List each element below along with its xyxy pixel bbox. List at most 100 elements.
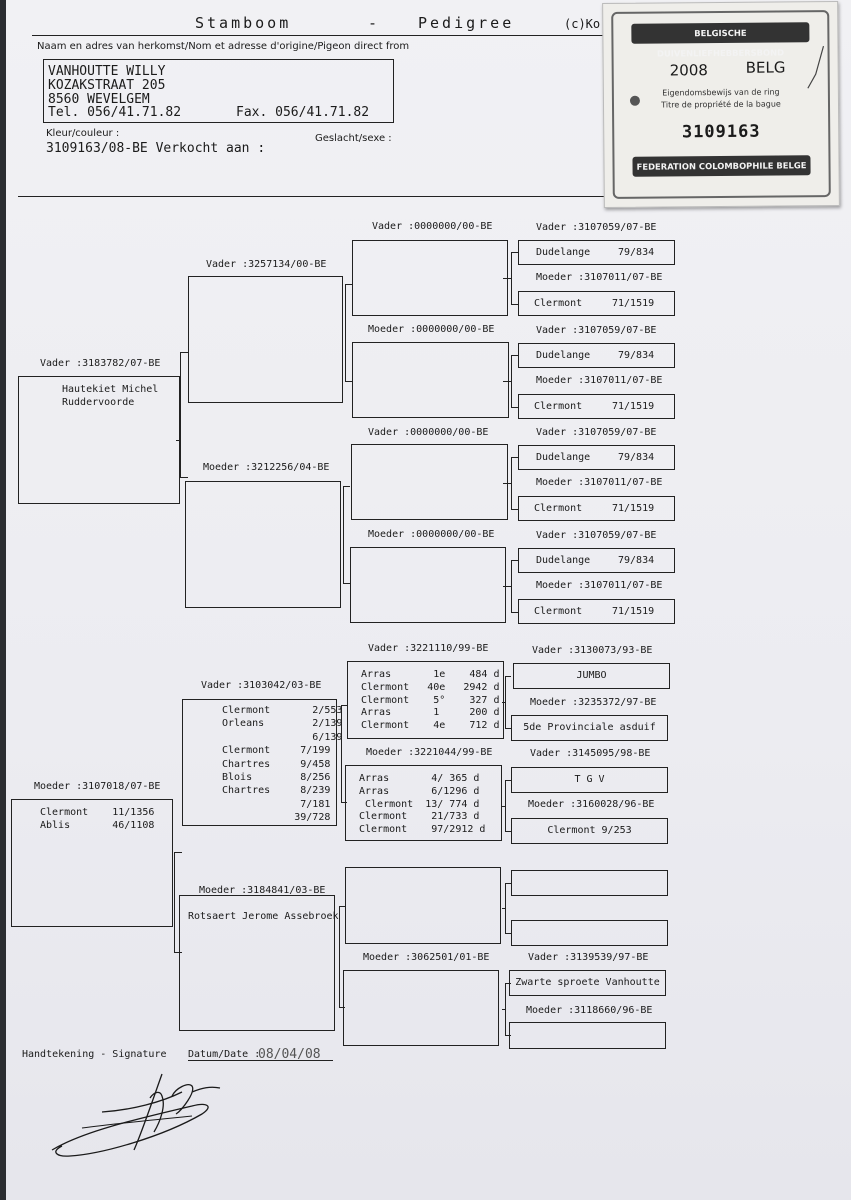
g4-moeder-label-0: Moeder :3107011/07-BE [536, 272, 663, 283]
connector-line [502, 908, 505, 909]
dam-sire-results: 39/728 [222, 812, 331, 824]
g4-moeder-label-3: Moeder :3107011/07-BE [536, 580, 663, 591]
dam-info: Ablis 46/1108 [40, 819, 155, 831]
g4-vader-result-1: 79/834 [618, 350, 655, 361]
connector-line [511, 560, 518, 561]
g4-bottom-box-7 [509, 1022, 666, 1049]
g4-moeder-box-2 [518, 496, 675, 521]
g4-vader-box-1 [518, 343, 675, 368]
connector-line [180, 352, 181, 477]
connector-line [505, 983, 506, 1035]
dam-info: Clermont 11/1356 [40, 807, 155, 818]
signature-scribble [51, 1073, 221, 1157]
connector-line [505, 883, 511, 884]
g4-vader-result-2: 79/834 [618, 452, 655, 463]
dam-sire-results: 7/181 [222, 798, 331, 810]
sire-info: Ruddervoorde [62, 396, 135, 408]
tel-number: Tel. 056/41.71.82 [48, 105, 182, 120]
address-line-2: KOZAKSTRAAT 205 [48, 78, 166, 93]
connector-line [502, 1009, 505, 1010]
connector-line [345, 284, 352, 285]
connector-line [345, 284, 346, 381]
connector-line [341, 802, 347, 803]
certificate-country: BELG [745, 58, 786, 77]
g4-bottom-box-4 [511, 870, 668, 896]
ownership-certificate: BELGISCHE DUIVENLIEFHEBBERSBOND 2008 BEL… [602, 0, 840, 209]
header-bottom-rule [18, 196, 706, 197]
sire-sire-label: Vader :3257134/00-BE [206, 259, 327, 270]
g3-top-box-3 [350, 547, 506, 623]
g3-top-label-2: Vader :0000000/00-BE [368, 427, 489, 438]
g3-top-box-1 [352, 342, 509, 418]
sire-dam-label: Moeder :3212256/04-BE [203, 462, 330, 473]
g3-top-label-3: Moeder :0000000/00-BE [368, 529, 495, 540]
date-label: Datum/Date : [188, 1049, 261, 1060]
dam-sire-results: Orleans 2/139 [222, 718, 343, 730]
dam-sire-results: Clermont 7/199 [222, 745, 331, 757]
g4-bottom-label-1: Moeder :3235372/97-BE [530, 697, 657, 708]
connector-line [339, 906, 340, 1007]
g3-top-box-2 [351, 444, 508, 520]
connector-line [511, 407, 518, 408]
tear-mark [807, 45, 825, 89]
connector-line [505, 676, 511, 677]
connector-line [502, 702, 505, 703]
sire-info: Hautekiet Michel [62, 384, 159, 395]
connector-line [505, 933, 511, 934]
address-line-3: 8560 WEVELGEM [48, 92, 150, 107]
dam-sire-box [182, 699, 337, 826]
g4-moeder-box-0 [518, 291, 675, 316]
connector-line [505, 1035, 511, 1036]
g4-vader-label-1: Vader :3107059/07-BE [536, 325, 657, 336]
dam-dam-info: Rotsaert Jerome Assebroek [188, 911, 339, 922]
g4-bottom-text-0: JUMBO [576, 670, 607, 681]
g4-bottom-text-6: Zwarte sproete Vanhoutte [515, 977, 660, 988]
g4-moeder-result-2: 71/1519 [612, 503, 655, 514]
connector-line [505, 676, 506, 728]
dam-box [11, 799, 173, 927]
g3-bottom-box-1 [345, 765, 502, 841]
connector-line [505, 728, 511, 729]
date-underline [188, 1060, 333, 1061]
dam-sire-label: Vader :3103042/03-BE [201, 680, 322, 691]
g4-moeder-box-3 [518, 599, 675, 624]
g4-moeder-place-3: Clermont [534, 606, 583, 617]
sire-dam-box [185, 481, 341, 608]
connector-line [511, 304, 518, 305]
punch-hole [629, 95, 641, 106]
date-value: 08/04/08 [258, 1047, 321, 1062]
connector-line [174, 852, 175, 952]
g4-bottom-box-1 [511, 715, 668, 741]
title-stamboom: Stamboom [195, 14, 292, 32]
fax-number: Fax. 056/41.71.82 [236, 105, 370, 120]
background-edge [0, 0, 6, 1200]
g4-bottom-text-3: Clermont 9/253 [547, 825, 632, 836]
g4-moeder-result-1: 71/1519 [612, 401, 655, 412]
g3-bottom-label-3: Moeder :3062501/01-BE [363, 952, 490, 963]
signature-label: Handtekening - Signature [22, 1049, 167, 1060]
g4-bottom-label-3: Moeder :3160028/96-BE [528, 799, 655, 810]
g4-vader-place-1: Dudelange [536, 350, 591, 361]
g4-vader-result-3: 79/834 [618, 555, 655, 566]
g4-vader-box-0 [518, 240, 675, 265]
connector-line [511, 509, 518, 510]
certificate-ring-number: 3109163 [681, 121, 761, 143]
g4-bottom-label-6: Vader :3139539/97-BE [528, 952, 649, 963]
connector-line [343, 583, 350, 584]
g4-vader-place-2: Dudelange [536, 452, 591, 463]
connector-line [502, 805, 505, 807]
g4-vader-place-3: Dudelange [536, 555, 591, 566]
g4-vader-label-3: Vader :3107059/07-BE [536, 530, 657, 541]
g4-bottom-box-5 [511, 920, 668, 946]
connector-line [343, 486, 350, 487]
g4-moeder-result-0: 71/1519 [612, 298, 655, 309]
connector-line [505, 883, 506, 933]
g4-moeder-result-3: 71/1519 [612, 606, 655, 617]
g3-bottom-label-1: Moeder :3221044/99-BE [366, 747, 493, 758]
g4-vader-result-0: 79/834 [618, 247, 655, 258]
address-box [43, 59, 394, 123]
connector-line [341, 705, 342, 802]
g3-bottom-results-1: Clermont 13/ 774 d [359, 798, 480, 810]
title-pedigree: Pedigree [418, 14, 515, 32]
g4-moeder-label-2: Moeder :3107011/07-BE [536, 477, 663, 488]
